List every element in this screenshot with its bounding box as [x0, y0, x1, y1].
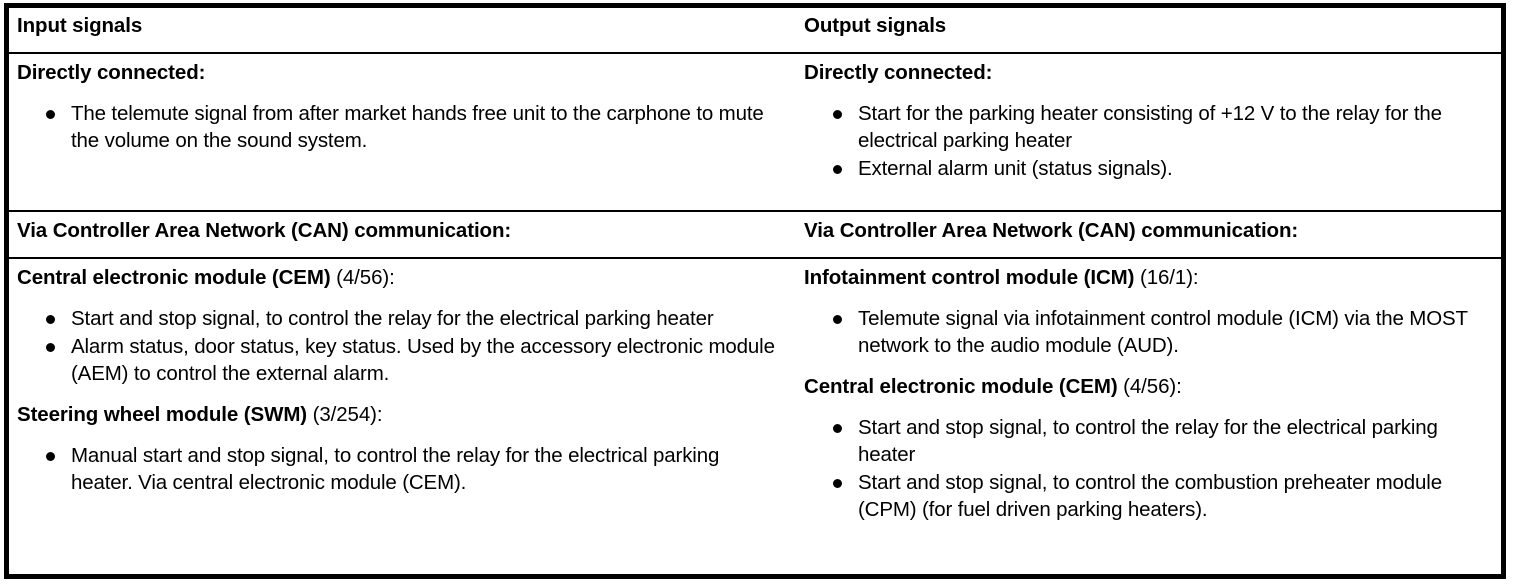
list-item-text: Start and stop signal, to control the re… [858, 415, 1438, 466]
subheading-can-output: Via Controller Area Network (CAN) commun… [804, 219, 1299, 243]
bullet-icon [46, 109, 55, 119]
subheading-can-input: Via Controller Area Network (CAN) commun… [17, 219, 512, 243]
cell-input-can-header: Via Controller Area Network (CAN) commun… [6, 211, 795, 259]
subheading-directly-connected-output: Directly connected: [804, 60, 993, 84]
column-header-input-signals: Input signals [17, 14, 143, 37]
list-item-text: Start for the parking heater consisting … [858, 101, 1442, 152]
table-row-can-communication-header: Via Controller Area Network (CAN) commun… [6, 211, 1504, 259]
module-address: (4/56): [330, 265, 395, 289]
subheading-directly-connected-input: Directly connected: [17, 60, 206, 84]
list-item: Telemute signal via infotainment control… [804, 305, 1493, 359]
module-address: (4/56): [1117, 374, 1182, 398]
cell-output-directly-connected: Directly connected: Start for the parkin… [795, 52, 1504, 213]
list-item-text: Telemute signal via infotainment control… [858, 306, 1468, 357]
bullet-icon [833, 164, 842, 174]
list-item: Start and stop signal, to control the co… [804, 469, 1493, 523]
cell-input-can-body: Central electronic module (CEM) (4/56): … [6, 257, 795, 577]
list-item: The telemute signal from after market ha… [17, 100, 785, 154]
module-title-cem-input: Central electronic module (CEM) (4/56): [17, 264, 785, 291]
module-title-bold: Central electronic module (CEM) [804, 374, 1118, 398]
module-address: (16/1): [1134, 265, 1199, 289]
cell-output-can-body: Infotainment control module (ICM) (16/1)… [795, 257, 1504, 577]
module-title-bold: Infotainment control module (ICM) [804, 265, 1135, 289]
module-title-bold: Steering wheel module (SWM) [17, 402, 308, 426]
bullet-list-output-icm: Telemute signal via infotainment control… [804, 305, 1493, 359]
signals-table: Input signals Output signals Directly co… [4, 3, 1506, 579]
table-row-directly-connected: Directly connected: The telemute signal … [6, 52, 1504, 213]
bullet-icon [46, 451, 55, 461]
bullet-icon [833, 478, 842, 488]
bullet-icon [833, 314, 842, 324]
list-item-text: Start and stop signal, to control the re… [71, 306, 714, 330]
bullet-icon [46, 342, 55, 352]
section-spacer [17, 387, 785, 401]
module-title-swm-input: Steering wheel module (SWM) (3/254): [17, 401, 785, 428]
list-item-text: Start and stop signal, to control the co… [858, 470, 1442, 521]
list-item: Start and stop signal, to control the re… [17, 305, 785, 332]
list-item: Start for the parking heater consisting … [804, 100, 1493, 154]
bullet-list-output-direct: Start for the parking heater consisting … [804, 100, 1493, 182]
list-item: Manual start and stop signal, to control… [17, 442, 785, 496]
list-item: Start and stop signal, to control the re… [804, 414, 1493, 468]
module-address: (3/254): [307, 402, 383, 426]
table-row-can-communication-body: Central electronic module (CEM) (4/56): … [6, 257, 1504, 577]
table-header-row: Input signals Output signals [6, 5, 1504, 54]
cell-input-directly-connected: Directly connected: The telemute signal … [6, 52, 795, 213]
list-item-text: Manual start and stop signal, to control… [71, 443, 720, 494]
section-spacer [804, 359, 1493, 373]
list-item-text: Alarm status, door status, key status. U… [71, 334, 775, 385]
bullet-icon [46, 314, 55, 324]
module-title-cem-output: Central electronic module (CEM) (4/56): [804, 373, 1493, 400]
module-title-icm-output: Infotainment control module (ICM) (16/1)… [804, 264, 1493, 291]
column-header-output-signals: Output signals [804, 14, 947, 37]
list-item: External alarm unit (status signals). [804, 155, 1493, 182]
bullet-list-input-swm: Manual start and stop signal, to control… [17, 442, 785, 496]
list-item-text: The telemute signal from after market ha… [71, 101, 764, 152]
bullet-icon [833, 423, 842, 433]
bullet-list-input-direct: The telemute signal from after market ha… [17, 100, 785, 154]
cell-output-can-header: Via Controller Area Network (CAN) commun… [795, 211, 1504, 259]
header-cell-input: Input signals [6, 5, 795, 54]
bullet-icon [833, 109, 842, 119]
list-item-text: External alarm unit (status signals). [858, 156, 1173, 180]
header-cell-output: Output signals [795, 5, 1504, 54]
module-title-bold: Central electronic module (CEM) [17, 265, 331, 289]
list-item: Alarm status, door status, key status. U… [17, 333, 785, 387]
bullet-list-input-cem: Start and stop signal, to control the re… [17, 305, 785, 387]
bullet-list-output-cem: Start and stop signal, to control the re… [804, 414, 1493, 523]
